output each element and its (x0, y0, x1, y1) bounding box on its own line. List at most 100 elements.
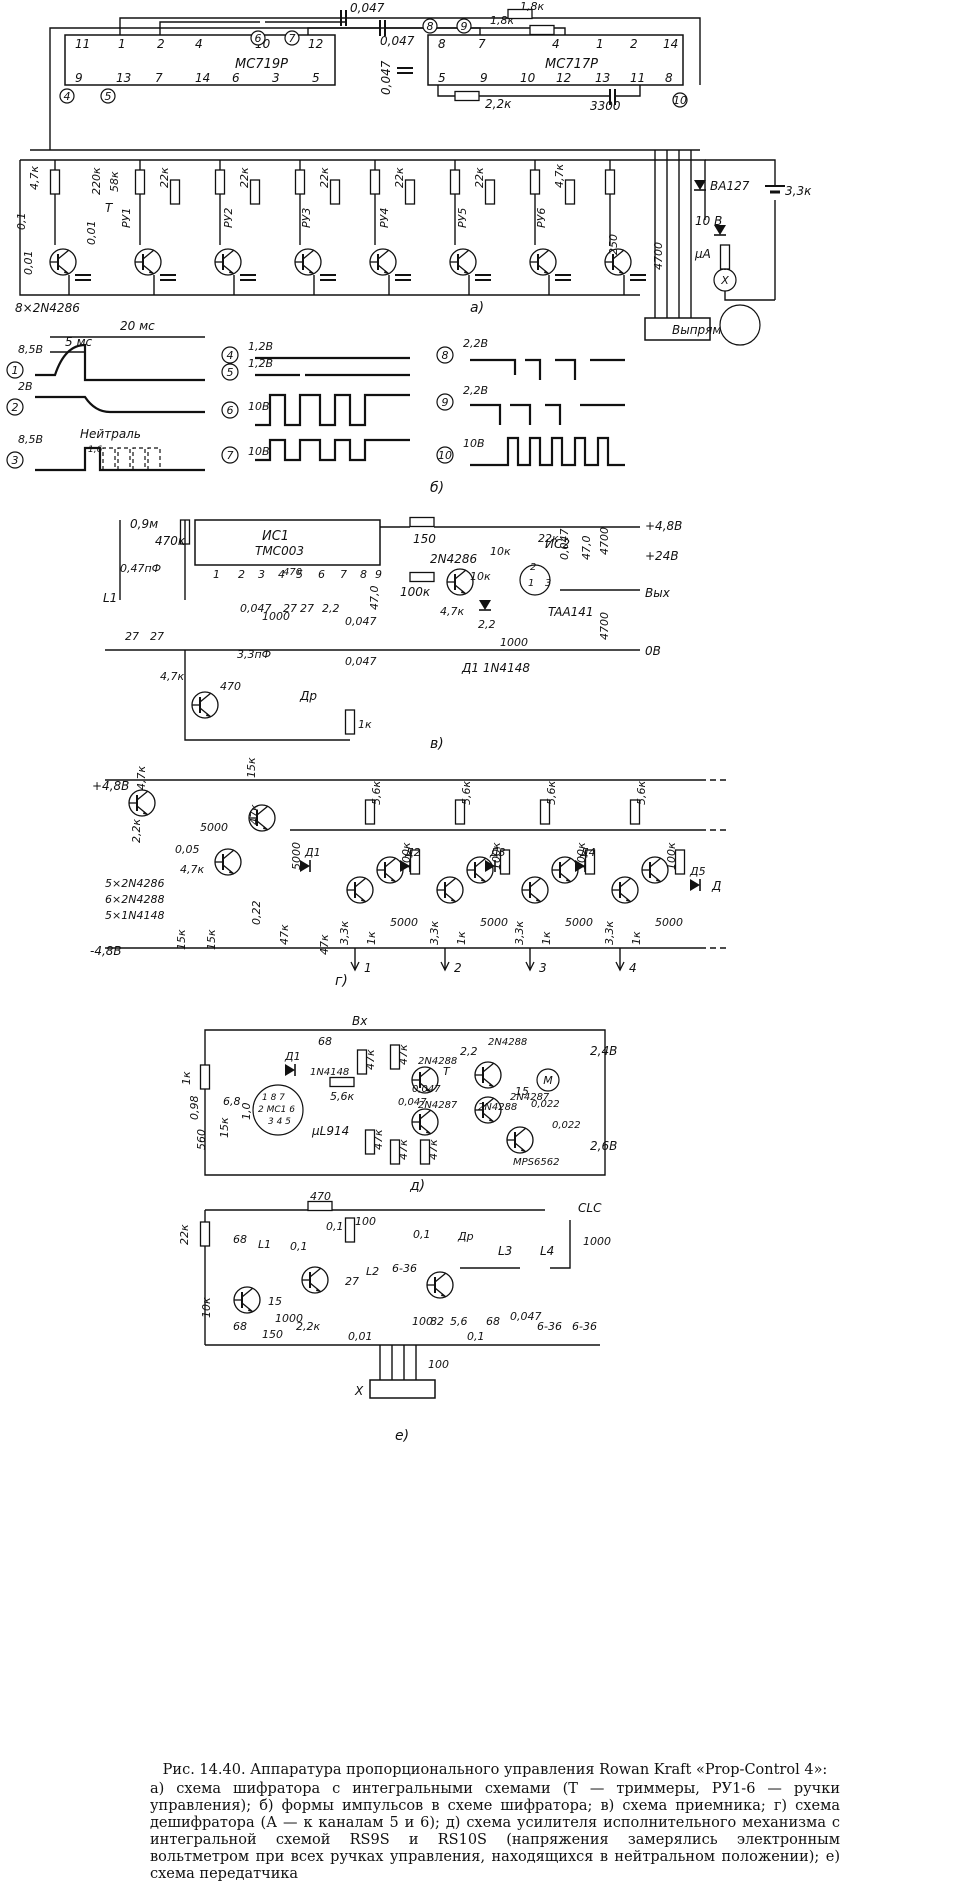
transistor (436, 876, 464, 904)
component-label: 0,047 (380, 34, 415, 48)
component-label: 3,3к (603, 921, 616, 945)
rail-label: -4,8В (90, 944, 122, 958)
capacitor (319, 274, 337, 281)
component-label: 1к (365, 931, 378, 945)
component-label: 22к (473, 167, 486, 188)
ic2-pin-label: 2 (630, 37, 638, 51)
parts-list-item: 5×1N4148 (105, 909, 164, 922)
waveform-marker-5 (221, 363, 239, 381)
component-label: 3,3к (338, 921, 351, 945)
component-label: 2,2 (460, 1045, 478, 1058)
inductor-label: L1 (258, 1238, 271, 1251)
ic1-pin-label: 8 (360, 568, 367, 581)
figure-caption: Рис. 14.40. Аппаратура пропорционального… (150, 1762, 840, 1883)
diode-label: Д4 (579, 846, 596, 859)
diode-d1 (284, 1063, 296, 1077)
resistor (454, 90, 480, 102)
ic2-pin-label: 11 (630, 71, 645, 85)
component-label: 100к (400, 585, 431, 599)
component-label: 1000 (583, 1235, 611, 1248)
resistor (344, 709, 356, 735)
ic-mc719p-name: MC719P (235, 57, 288, 72)
waveform-marker-3 (6, 451, 24, 469)
ic2-pin-label: 13 (595, 71, 610, 85)
component-label: 1к (630, 931, 643, 945)
ic1-label: ИС1 (262, 529, 289, 544)
ic1-pin-label: 1 (213, 568, 220, 581)
waveform-marker-4 (221, 346, 239, 364)
component-label: 100 (428, 1358, 449, 1371)
resistor (249, 179, 261, 205)
component-label: 5000 (390, 916, 418, 929)
control-knob-label: РУ4 (378, 208, 391, 228)
transistor-2n4286 (49, 248, 77, 276)
inductor-label: Др (457, 1230, 474, 1243)
component-label: 6-36 (537, 1320, 562, 1333)
component-label: 3300 (590, 99, 621, 113)
microammeter-label: X (720, 274, 729, 287)
amplitude-label: 10В (463, 437, 485, 450)
component-label: 0,1 (467, 1330, 485, 1343)
parts-list-item: 6×2N4288 (105, 893, 164, 906)
component-label: µА (694, 247, 711, 261)
component-label: 0,022 (531, 1099, 560, 1110)
ic2-pin-label: 12 (556, 71, 571, 85)
component-label: 5000 (480, 916, 508, 929)
wire (470, 436, 625, 467)
component-label: 100 (355, 1215, 376, 1228)
ic1-pin-label: 2 (238, 568, 245, 581)
output-label: 1 (364, 961, 372, 975)
ic1-pin-label: 6 (232, 71, 240, 85)
component-label: 47к (364, 1049, 377, 1070)
component-label: 27 (300, 602, 314, 615)
component-label: 0,047 (558, 529, 571, 561)
component-label: 560 (195, 1129, 208, 1150)
component-label: 10 В (695, 214, 722, 228)
wire (35, 395, 205, 414)
component-label: 150 (413, 532, 436, 546)
component-label: 2,6В (590, 1139, 617, 1153)
component-label: 470к (155, 534, 186, 548)
resistor (294, 169, 306, 195)
ic1-pin-label: 7 (155, 71, 163, 85)
component-label: 5000 (565, 916, 593, 929)
wire (437, 85, 641, 97)
component-label: 10к (490, 545, 511, 558)
component-label: 22к (538, 532, 559, 545)
control-knob-label: РУ2 (222, 208, 235, 228)
component-label: 6-36 (392, 1262, 417, 1275)
wire (35, 446, 205, 472)
component-label: 3,3к (513, 921, 526, 945)
waveform-marker-7 (221, 446, 239, 464)
amplitude-label: 1,2В (248, 340, 273, 353)
component-label: 2,4В (590, 1044, 617, 1058)
ic1-pin-label: 3 (272, 71, 280, 85)
diode (689, 878, 701, 892)
component-label: 0,01 (348, 1330, 373, 1343)
component-label: 4700 (598, 527, 611, 555)
component-label: 0,1 (326, 1220, 344, 1233)
ic1-pin-label: 7 (340, 568, 347, 581)
component-label: 0,1 (413, 1228, 431, 1241)
component-label: 1к (358, 718, 372, 731)
marker-4 (59, 88, 75, 104)
component-label: 5,6к (545, 781, 558, 805)
waveform-marker-10 (436, 446, 454, 464)
diode-label: Д1 (304, 846, 321, 859)
component-label: 15 (268, 1295, 282, 1308)
component-label: 82 (430, 1315, 444, 1328)
component-label: 47к (372, 1129, 385, 1150)
component-label: 0,047 (345, 615, 377, 628)
ic-taa141 (519, 564, 551, 596)
inductor-label: L2 (366, 1265, 379, 1278)
resistor (329, 1076, 355, 1088)
ic1-pin-label: 6 (318, 568, 325, 581)
component-label: 4,7к (28, 166, 41, 190)
part-label: б) (430, 480, 444, 496)
amplitude-label: 8,5В (18, 343, 43, 356)
wire (654, 150, 692, 318)
component-label: 47к (318, 934, 331, 955)
part-label: г) (335, 973, 348, 989)
servo-amplifier-circuit: Вх1 8 72 МС1 63 4 5µL9141к0,985606,815к1… (180, 1014, 617, 1194)
ic1-pin-label: 5 (312, 71, 320, 85)
